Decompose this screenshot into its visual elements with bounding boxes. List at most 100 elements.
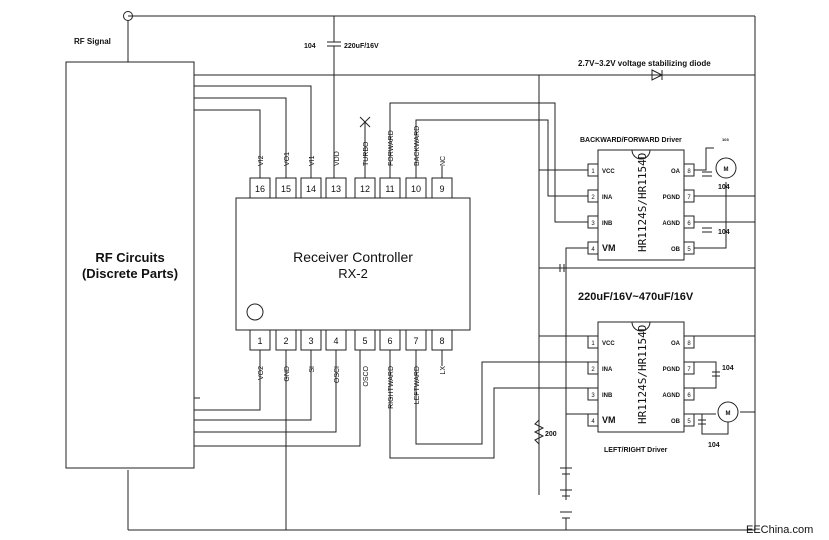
pin-number: 15 — [281, 184, 291, 194]
pin-box — [683, 241, 695, 255]
rf-wire-vi1 — [194, 85, 312, 178]
cap-small-label: 103 — [722, 137, 729, 142]
pin-name: NC — [440, 156, 447, 166]
rx-top-pins: 16VI215VO114VI113VDD12TURBO11FORWARD10BA… — [249, 126, 453, 199]
vm-wire-bf — [565, 247, 598, 500]
bf-driver-label: BACKWARD/FORWARD Driver — [580, 137, 682, 144]
pin-number: 1 — [591, 169, 595, 175]
cap-top-value: 220uF/16V — [344, 43, 379, 50]
pin-name: VI1 — [309, 155, 316, 166]
pgnd-agnd-lr — [684, 361, 717, 389]
driver-pin-5: 5OB — [671, 413, 695, 427]
forward-wire — [389, 102, 595, 223]
pin-name: BACKWARD — [414, 126, 421, 166]
pin-name: RIGHTWARD — [388, 366, 395, 409]
chip-notch — [631, 321, 651, 332]
pin-number: 13 — [331, 184, 341, 194]
pin-box — [275, 329, 297, 351]
pin-name: GND — [284, 366, 291, 382]
pin-box — [683, 215, 695, 229]
pin-number: 8 — [687, 169, 691, 175]
rx-pin-15: 15 VO1 — [275, 152, 297, 199]
pin-name: OA — [671, 341, 681, 347]
pin-box — [379, 177, 401, 199]
pin-box — [249, 177, 271, 199]
pin-box — [587, 215, 599, 229]
pin-box — [683, 163, 695, 177]
pin-name: INA — [602, 367, 613, 373]
pin-name: VO1 — [284, 152, 291, 166]
pin-name: INB — [602, 393, 613, 399]
pin-name: INA — [602, 195, 613, 201]
pin-name: OB — [671, 419, 681, 425]
pin-box — [683, 335, 695, 349]
motor-label: M — [726, 411, 731, 417]
rx-title-line2: RX-2 — [338, 266, 368, 281]
pin-number: 7 — [687, 195, 691, 201]
diode-label: 2.7V~3.2V voltage stabilizing diode — [578, 59, 711, 68]
cap-104-label: 104 — [718, 184, 730, 191]
motor-label: M — [724, 167, 729, 173]
rf-title-line2: (Discrete Parts) — [82, 266, 178, 281]
pin-box — [683, 361, 695, 375]
lr-driver-label: LEFT/RIGHT Driver — [604, 447, 668, 454]
pin-number: 9 — [439, 184, 444, 194]
pin-name: PGND — [663, 195, 681, 201]
watermark: EEChina.com — [746, 524, 813, 536]
pin-name: VO2 — [258, 366, 265, 380]
pin-number: 4 — [591, 419, 595, 425]
pin-number: 2 — [591, 367, 595, 373]
pin-number: 8 — [687, 341, 691, 347]
chip-notch — [631, 149, 651, 160]
motor-wire-a — [684, 147, 714, 171]
pin-box — [405, 329, 427, 351]
lr-driver-part: HR1124S/HR1154D — [636, 325, 649, 424]
pin-number: 3 — [308, 336, 313, 346]
pin-number: 4 — [591, 247, 595, 253]
driver-pin-2: 2 INA — [587, 361, 613, 375]
pin-box — [325, 329, 347, 351]
bf-driver-chip — [597, 149, 685, 261]
pin-number: 12 — [360, 184, 370, 194]
pin-box — [683, 387, 695, 401]
pin-number: 5 — [687, 247, 691, 253]
chip-notch — [246, 303, 264, 321]
pin-name: SI — [309, 366, 316, 373]
motor-wire-b — [684, 182, 727, 249]
pin-box — [354, 177, 376, 199]
rx-bottom-pins: 1VO22GND3SI4OSCI5OSCO6RIGHTWARD7LEFTWARD… — [249, 329, 453, 409]
pin-box — [300, 177, 322, 199]
pin-name: OA — [671, 169, 681, 175]
backward-wire — [415, 119, 595, 197]
resistor-icon — [533, 419, 545, 445]
driver-pin-8: 8 OA — [671, 335, 695, 349]
pin-box — [431, 177, 453, 199]
rx-title-line1: Receiver Controller — [293, 249, 413, 265]
pin-name: VCC — [602, 169, 615, 175]
rf-wire-osco — [194, 350, 361, 447]
pin-name: AGND — [662, 221, 680, 227]
pin-box — [405, 177, 427, 199]
rf-title-line1: RF Circuits — [95, 250, 164, 265]
receiver-controller-block — [235, 197, 471, 331]
pin-box — [587, 241, 599, 255]
pin-box — [431, 329, 453, 351]
rf-signal-label: RF Signal — [74, 37, 111, 46]
pin-number: 8 — [439, 336, 444, 346]
pin-number: 2 — [591, 195, 595, 201]
pin-number: 1 — [591, 341, 595, 347]
